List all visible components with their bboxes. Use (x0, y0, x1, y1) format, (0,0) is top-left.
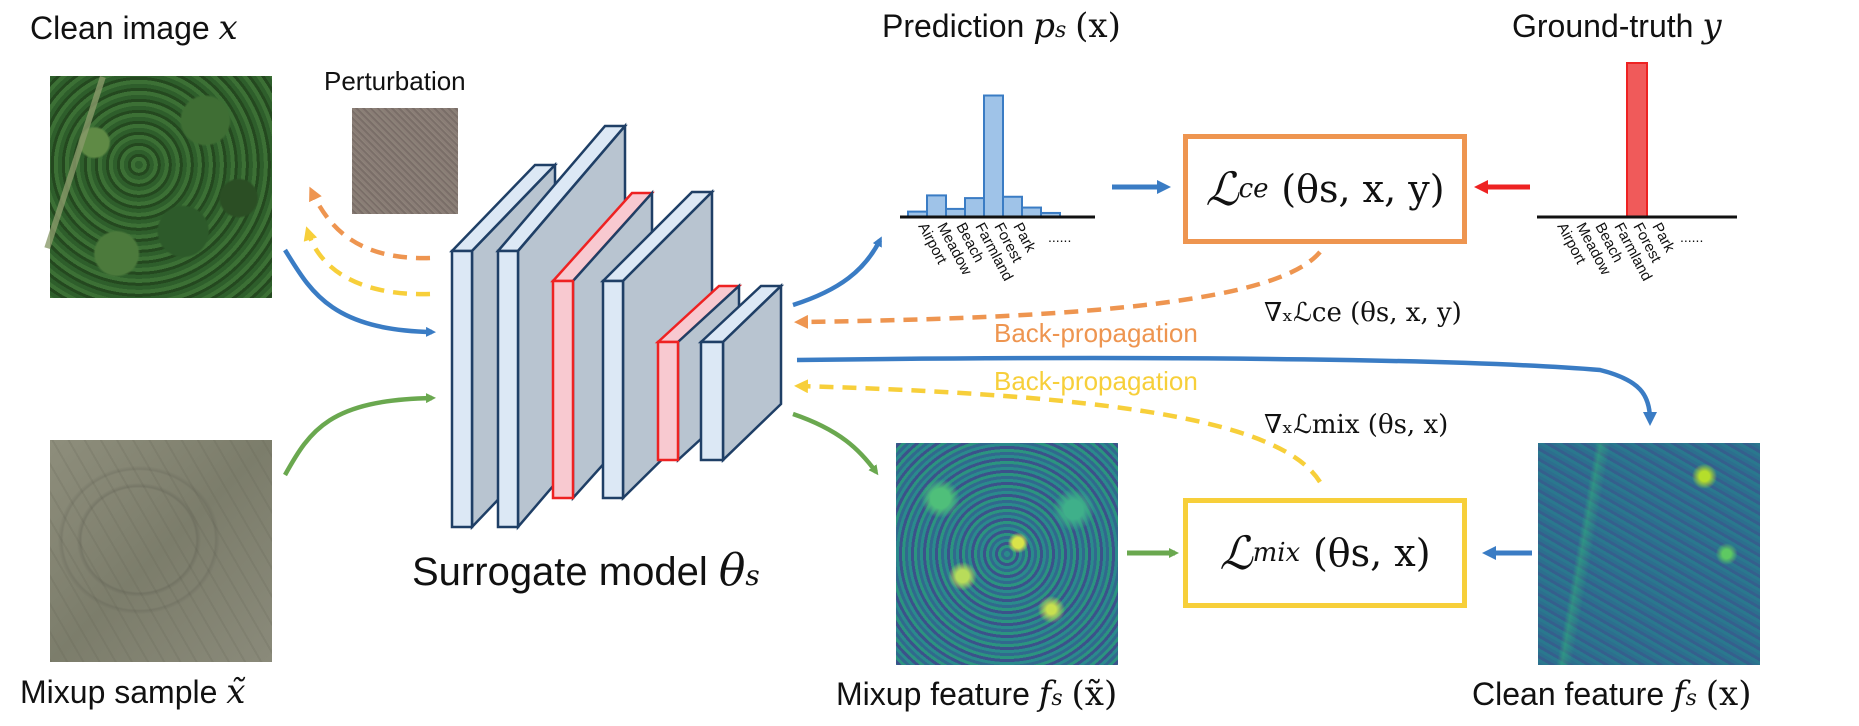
prediction-bar (964, 197, 985, 219)
groundtruth-histogram (1537, 62, 1737, 219)
mixup-feature-symbol: f (1038, 674, 1052, 714)
prediction-bar (983, 94, 1004, 218)
prediction-argument: (x) (1075, 6, 1121, 46)
backprop-yellow-to-perturb (303, 226, 431, 297)
clean-image (44, 76, 272, 298)
clean-feature-map (1538, 443, 1760, 665)
perturbation-image (352, 108, 458, 214)
prediction-subscript: s (1054, 18, 1067, 43)
clean-image-symbol: x (218, 8, 238, 48)
clean-feature-argument: (x) (1705, 674, 1752, 714)
loss-ce-symbol: ℒ (1205, 162, 1239, 216)
mixup-feature-subscript: s (1051, 686, 1063, 711)
clean-feature-subscript: s (1685, 686, 1697, 711)
prediction-bar (926, 194, 947, 218)
surrogate-model-label: Surrogate model θs (412, 545, 760, 596)
surrogate-layers (449, 122, 785, 531)
groundtruth-category-labels: AirportMeadowBeachFarmlandForestPark....… (1553, 220, 1703, 284)
gradient-mix-label: ∇ₓℒmix (θs, x) (1264, 410, 1449, 440)
groundtruth-bar (1626, 62, 1648, 218)
model-to-prediction-arrow (792, 236, 883, 308)
clean-feature-symbol: f (1673, 674, 1686, 714)
mixup-feature-argument: (x̃) (1071, 674, 1118, 714)
surrogate-symbol: θ (718, 545, 746, 596)
groundtruth-category-label: ...... (1680, 229, 1703, 245)
loss-ce-args: (θs, x, y) (1281, 167, 1445, 211)
prediction-bar (1002, 195, 1023, 218)
loss-mix-args: (θs, x) (1312, 531, 1431, 575)
groundtruth-label: Ground-truth y (1512, 6, 1722, 46)
mixup-feature-map (896, 443, 1118, 665)
prediction-category-label: ...... (1048, 229, 1071, 245)
loss-mix-symbol: ℒ (1219, 526, 1253, 580)
perturbation-label: Perturbation (324, 66, 466, 96)
prediction-histogram (900, 94, 1095, 219)
backprop-yellow-arrow (794, 379, 1322, 484)
prediction-category-labels: AirportMeadowBeachFarmlandForestPark....… (914, 220, 1071, 284)
clean-feature-label: Clean feature fs (x) (1472, 674, 1752, 714)
backprop-yellow-label: Back-propagation (994, 366, 1198, 396)
loss-ce-subscript: ce (1238, 174, 1269, 204)
prediction-label: Prediction ps (x) (882, 6, 1121, 46)
prediction-symbol: p (1033, 6, 1055, 46)
model-to-mixup-feature-arrow (792, 411, 879, 476)
surrogate-subscript: s (745, 559, 760, 592)
backprop-orange-arrow (794, 250, 1322, 329)
gradient-ce-label: ∇ₓℒce (θs, x, y) (1264, 298, 1462, 328)
mixup-sample-symbol: x̃ (226, 672, 246, 712)
mixup-sample-image (50, 440, 272, 662)
backprop-orange-to-perturb (309, 186, 431, 261)
mixup-feature-label: Mixup feature fs (x̃) (836, 674, 1118, 714)
clean-image-label: Clean image x (30, 8, 238, 48)
backprop-orange-label: Back-propagation (994, 318, 1198, 348)
mixup-input-arrow (283, 393, 436, 477)
clean-input-arrow (283, 248, 436, 337)
mixup-sample-label: Mixup sample x̃ (20, 672, 246, 712)
loss-mix-subscript: mix (1252, 538, 1301, 568)
model-to-clean-feature-arrow (796, 355, 1657, 426)
groundtruth-symbol: y (1702, 6, 1722, 46)
